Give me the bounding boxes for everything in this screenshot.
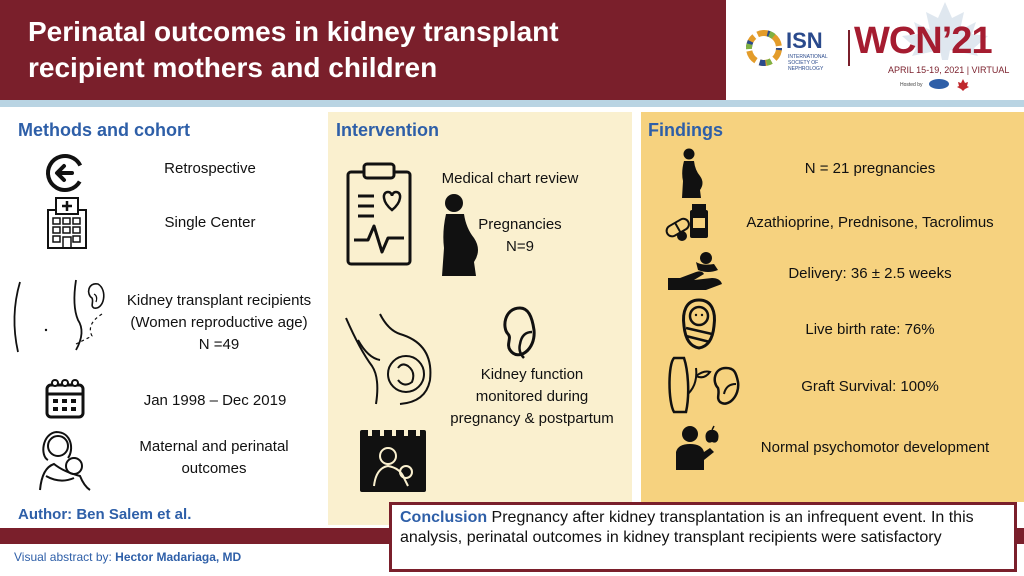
footer-credit: Visual abstract by: Hector Madariaga, MD <box>14 550 241 564</box>
findings-item-text: Normal psychomotor development <box>760 439 990 456</box>
intervention-item-text: Kidney function monitored during pregnan… <box>450 366 614 427</box>
footer-author: Hector Madariaga, MD <box>115 550 242 564</box>
intervention-item-text: Pregnancies N=9 <box>478 216 562 255</box>
findings-item-text: N = 21 pregnancies <box>804 160 936 177</box>
intervention-title: Intervention <box>336 120 440 140</box>
pregnant-woman-icon <box>442 194 478 276</box>
methods-item-text: Kidney transplant recipients (Women repr… <box>126 292 312 353</box>
author-credit: Author: Ben Salem et al. <box>18 506 192 523</box>
footer-prefix: Visual abstract by: <box>14 550 116 564</box>
findings-title: Findings <box>648 120 723 140</box>
methods-item-text: Jan 1998 – Dec 2019 <box>143 392 287 409</box>
findings-item-text: Azathioprine, Prednisone, Tacrolimus <box>746 214 994 231</box>
header-banner <box>0 0 726 100</box>
isn-logo-icon <box>746 30 782 66</box>
child-learning-icon <box>676 425 719 470</box>
pregnancy-belly-icon <box>345 313 432 405</box>
conclusion-box: Conclusion Pregnancy after kidney transp… <box>389 502 1017 572</box>
mother-child-icon <box>39 431 91 491</box>
intervention-item-text: Medical chart review <box>441 170 579 187</box>
swaddled-baby-icon <box>682 298 716 350</box>
maple-leaf-icon <box>902 2 988 60</box>
hosted-by-label: Hosted by <box>900 82 923 88</box>
methods-item-text: Retrospective <box>164 160 256 177</box>
delivery-hand-icon <box>668 252 722 290</box>
findings-item-text: Delivery: 36 ± 2.5 weeks <box>788 265 952 282</box>
conference-dates: APRIL 15-19, 2021 | VIRTUAL <box>888 65 1010 75</box>
findings-item-text: Graft Survival: 100% <box>801 378 939 395</box>
calendar-icon <box>45 379 85 419</box>
isn-logo-text: ISN <box>786 28 823 53</box>
isn-logo-subtext: INTERNATIONAL SOCIETY OF NEPHROLOGY <box>788 54 828 72</box>
kidney-icon <box>503 306 536 359</box>
methods-title: Methods and cohort <box>18 120 190 140</box>
hospital-icon <box>47 197 87 249</box>
host-logo-icon <box>929 79 949 89</box>
pregnancy-kidney-icon <box>13 279 105 353</box>
host-maple-icon <box>957 79 969 91</box>
retrospective-arrow-icon <box>46 154 84 192</box>
methods-item-text: Single Center <box>164 214 256 231</box>
header-stripe <box>0 100 1024 107</box>
pregnant-woman-icon <box>682 148 703 198</box>
page-title: Perinatal outcomes in kidney transplant … <box>28 16 559 83</box>
methods-item-text: Maternal and perinatal outcomes <box>139 438 289 477</box>
logo-divider <box>848 30 850 66</box>
calendar-baby-icon <box>360 424 426 492</box>
conclusion-lead: Conclusion <box>400 509 488 526</box>
conclusion-text: Pregnancy after kidney transplantation i… <box>400 509 974 546</box>
kidney-sprout-icon <box>668 356 740 414</box>
wcn-logo-text: WCN’21 <box>854 20 993 62</box>
clipboard-heart-icon <box>346 162 412 266</box>
medication-icon <box>665 204 708 241</box>
findings-item-text: Live birth rate: 76% <box>805 321 935 338</box>
findings-panel <box>641 112 1024 502</box>
